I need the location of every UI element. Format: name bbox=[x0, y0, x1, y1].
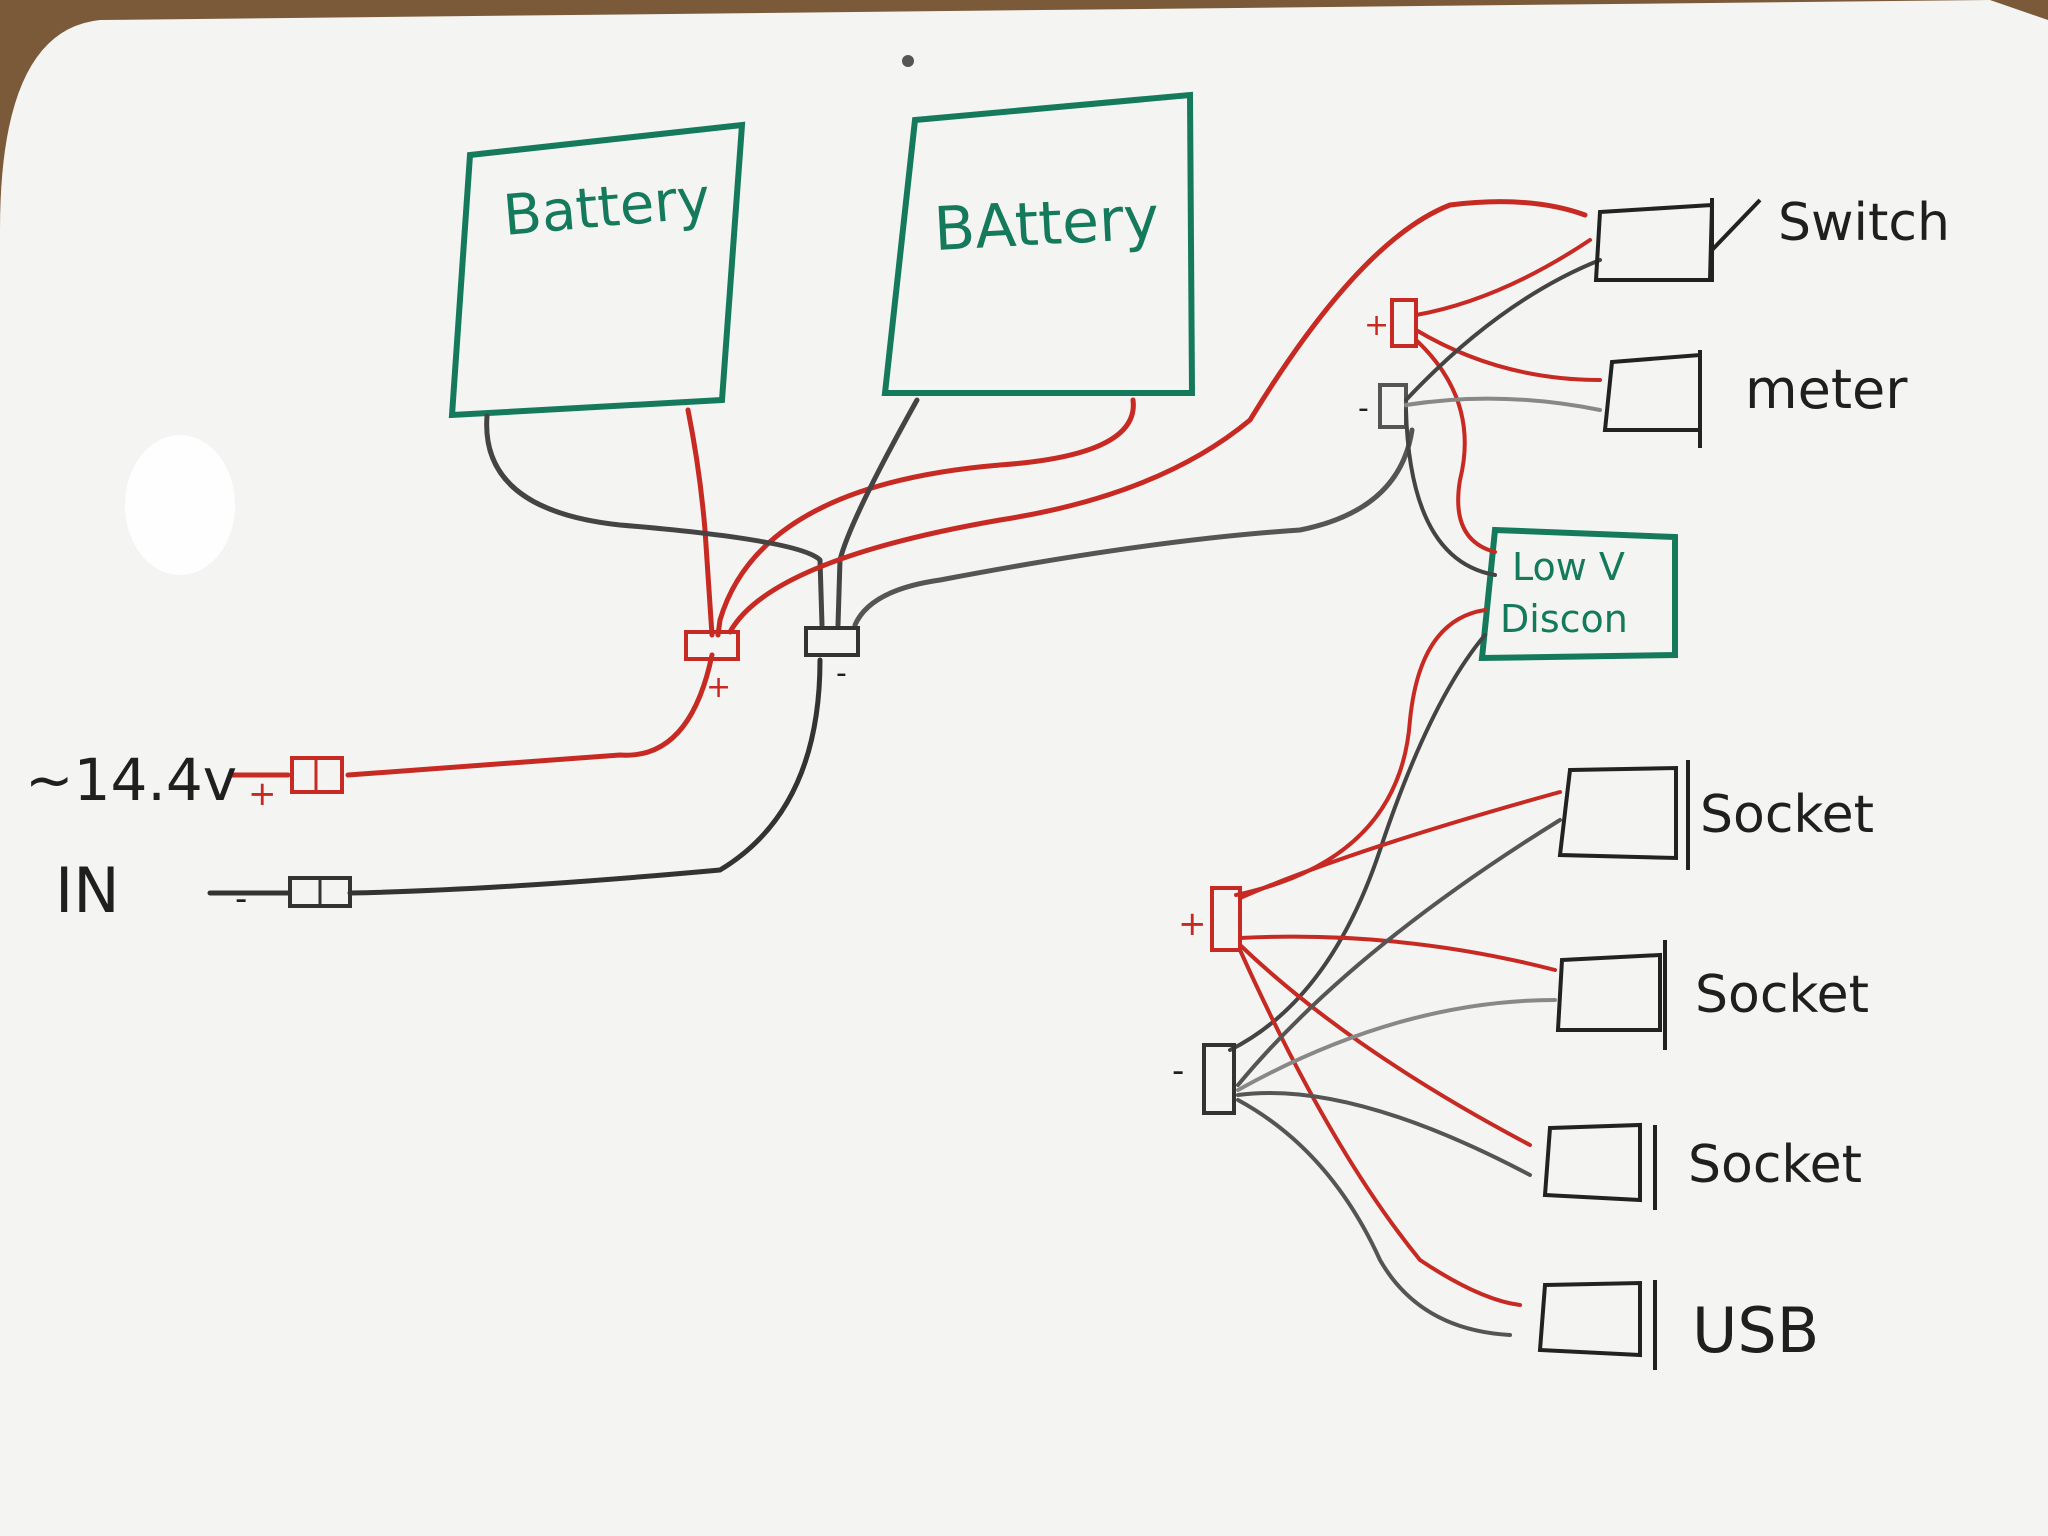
input-in-label: IN bbox=[55, 854, 120, 927]
lower-wires bbox=[1228, 608, 1562, 1337]
top-bus-minus-sign: - bbox=[1358, 391, 1369, 426]
battery-wires bbox=[207, 199, 1588, 896]
top-bus-plus-sign: + bbox=[1364, 308, 1389, 343]
socket-1-box bbox=[1557, 760, 1690, 870]
switch-label: Switch bbox=[1778, 193, 1950, 253]
top-right-wires bbox=[1378, 238, 1602, 577]
socket-3-box bbox=[1542, 1122, 1657, 1210]
usb-label: USB bbox=[1692, 1294, 1819, 1367]
bus-plus-sign: + bbox=[706, 670, 731, 705]
socket-2-box bbox=[1555, 940, 1667, 1050]
meter-label: meter bbox=[1745, 358, 1908, 421]
battery-2-label: BAttery bbox=[932, 183, 1161, 265]
glare bbox=[125, 435, 235, 575]
input-voltage-label: ~14.4v bbox=[25, 746, 237, 814]
input-plus-sign: + bbox=[248, 774, 277, 814]
input-minus-connector bbox=[288, 876, 352, 908]
battery-2-box bbox=[881, 91, 1196, 396]
bus-minus-sign: - bbox=[836, 656, 847, 691]
socket-2-label: Socket bbox=[1695, 965, 1869, 1025]
usb-box bbox=[1537, 1280, 1657, 1370]
minus-connector-main bbox=[804, 626, 860, 657]
lvd-label-line2: Discon bbox=[1500, 597, 1628, 641]
plus-connector-main bbox=[684, 630, 740, 661]
lower-bus-plus-sign: + bbox=[1178, 904, 1207, 944]
lower-bus-minus-sign: - bbox=[1172, 1051, 1184, 1091]
input-minus-sign: - bbox=[235, 879, 247, 919]
lvd-box bbox=[1478, 526, 1678, 662]
socket-3-label: Socket bbox=[1688, 1135, 1862, 1195]
lvd-label-line1: Low V bbox=[1512, 545, 1625, 589]
lower-plus-connector bbox=[1210, 886, 1242, 952]
battery-1-box bbox=[448, 121, 746, 419]
socket-1-label: Socket bbox=[1700, 785, 1874, 845]
lower-minus-connector bbox=[1202, 1043, 1236, 1115]
mount-hole bbox=[902, 55, 914, 67]
input-plus-connector bbox=[290, 756, 344, 794]
